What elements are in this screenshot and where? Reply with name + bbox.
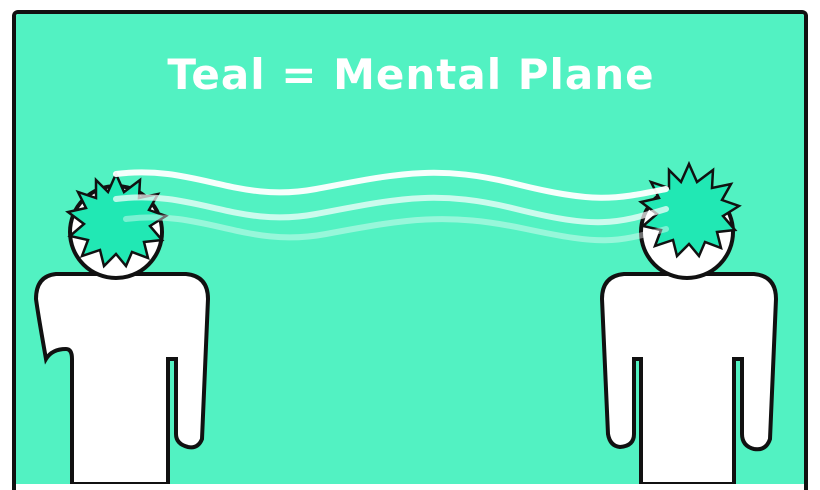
panel-caption: Teal = Mental Plane <box>16 50 808 99</box>
comic-panel: Teal = Mental Plane <box>12 10 808 490</box>
